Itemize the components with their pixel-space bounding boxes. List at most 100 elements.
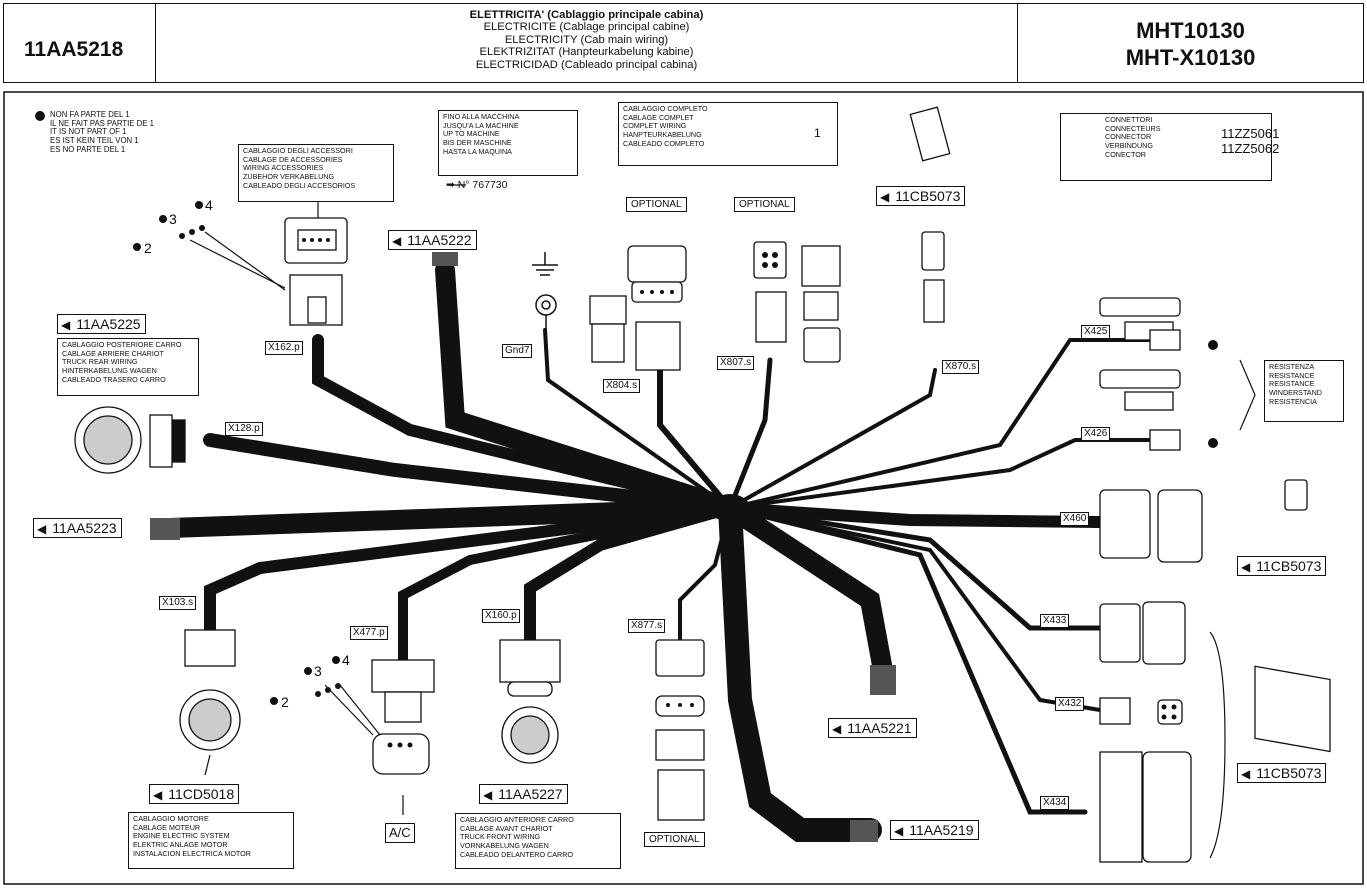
leader-lines <box>189 132 1256 859</box>
ref-arrow-icon: ◀ <box>153 788 163 802</box>
note-line: CABLAGGIO MOTORE <box>133 814 209 823</box>
header-part-code-box: 11AA5218 <box>3 3 156 83</box>
note-line: CABLAGGIO ANTERIORE CARRO <box>460 815 574 824</box>
ref-arrow-icon: ◀ <box>392 234 402 248</box>
note-line: WIRING ACCESSORIES <box>243 163 324 173</box>
label-x425[interactable]: X425 <box>1081 325 1111 339</box>
note-line: CONNECTEURS <box>1105 123 1161 133</box>
label-x804[interactable]: X804.s <box>603 379 641 393</box>
callout-2-top: 2 <box>144 240 152 256</box>
note-line: UP TO MACHINE <box>443 129 500 139</box>
note-line: NON FA PARTE DEL 1 <box>50 110 130 119</box>
label-x433[interactable]: X433 <box>1040 614 1070 628</box>
ref-arrow-icon: ◀ <box>894 824 904 838</box>
note-line: CABLAGE AVANT CHARIOT <box>460 823 553 833</box>
ref-cb5073-bot[interactable]: ◀ 11CB5073 <box>1237 763 1327 783</box>
ref-cd5018[interactable]: ◀ 11CD5018 <box>149 784 240 804</box>
header-model-box: MHT10130 MHT-X10130 <box>1017 3 1364 83</box>
callout-4-top: 4 <box>205 197 213 213</box>
note-line: CABLEADO DEGLI ACCESORIOS <box>243 180 356 190</box>
note-line: CONNECTOR <box>1105 132 1152 142</box>
note-line: CONECTOR <box>1105 149 1146 159</box>
ref-arrow-icon: ◀ <box>61 318 71 332</box>
note-line: VORNKABELUNG WAGEN <box>460 841 549 851</box>
title-fr: ELECTRICITE (Cablage principal cabine) <box>483 21 690 34</box>
callout-3-top: 3 <box>169 211 177 227</box>
note-line: CONNETTORI <box>1105 115 1153 124</box>
harness-branches <box>160 260 1152 842</box>
ref-label: 11CD5018 <box>168 786 235 802</box>
note-line: CABLEADO DELANTERO CARRO <box>460 849 574 859</box>
note-line: CABLAGGIO POSTERIORE CARRO <box>62 340 182 349</box>
note-line: CABLAGE COMPLET <box>623 112 694 122</box>
ref-cb5073-mid[interactable]: ◀11CB5073 <box>1237 556 1327 576</box>
label-x128[interactable]: X128.p <box>225 422 263 436</box>
label-x460[interactable]: X460 <box>1060 512 1090 526</box>
ref-label: 11CB5073 <box>1256 558 1322 574</box>
note-line: WINDERSTAND <box>1269 388 1322 398</box>
note-line: RESISTANCE <box>1269 379 1315 389</box>
note-line: ES NO PARTE DEL 1 <box>50 144 126 154</box>
harness-ends <box>150 252 896 842</box>
note-line: CABLEADO TRASERO CARRO <box>62 374 166 384</box>
label-x103[interactable]: X103.s <box>159 596 197 610</box>
optional-label-3: OPTIONAL <box>644 832 705 847</box>
ref-label: 11AA5222 <box>407 232 472 248</box>
label-x434[interactable]: X434 <box>1040 796 1070 810</box>
ref-cb5073-top[interactable]: ◀11CB5073 <box>876 186 966 206</box>
bullet-markers <box>35 111 341 705</box>
note-resistance: RESISTENZA RESISTANCE RESISTANCE WINDERS… <box>1264 360 1344 422</box>
ref-label: 11AA5219 <box>909 822 974 838</box>
note-line: RESISTENZA <box>1269 362 1315 371</box>
note-engine: CABLAGGIO MOTORE CABLAGE MOTEUR ENGINE E… <box>128 812 294 869</box>
ref-arrow-icon: ◀ <box>832 722 842 736</box>
note-line: RESISTENCIA <box>1269 396 1317 406</box>
title-it: ELETTRICITA' (Cablaggio principale cabin… <box>469 9 704 21</box>
ac-label: A/C <box>385 823 415 843</box>
note-line: TRUCK REAR WIRING <box>62 357 138 367</box>
note-line: BIS DER MASCHINE <box>443 138 512 148</box>
connector-ref-2: 11ZZ5062 <box>1221 141 1280 156</box>
note-line: TRUCK FRONT WIRING <box>460 832 541 842</box>
note-line: FINO ALLA MACCHINA <box>443 112 520 121</box>
note-up-to-machine: FINO ALLA MACCHINA JUSQU'A LA MACHINE UP… <box>438 110 578 176</box>
note-line: CABLAGE MOTEUR <box>133 822 201 832</box>
title-block: ELETTRICITA' (Cablaggio principale cabin… <box>156 9 1017 71</box>
note-line: HINTERKABELUNG WAGEN <box>62 366 157 376</box>
ref-label: 11AA5223 <box>52 520 117 536</box>
ref-aa5221[interactable]: ◀11AA5221 <box>828 718 917 738</box>
ref-aa5219[interactable]: ◀ 11AA5219 <box>890 820 979 840</box>
label-x432[interactable]: X432 <box>1055 697 1085 711</box>
callout-2-bottom: 2 <box>281 694 289 710</box>
label-x160[interactable]: X160.p <box>482 609 520 623</box>
arrow-right-icon: ➡ <box>446 179 455 191</box>
note-line: CABLAGGIO DEGLI ACCESSORI <box>243 146 353 155</box>
pin-details <box>302 238 1218 748</box>
note-line: CABLAGE DE ACCESSORIES <box>243 154 343 164</box>
label-x162[interactable]: X162.p <box>265 341 303 355</box>
note-line: RESISTANCE <box>1269 370 1315 380</box>
ref-label: 11AA5225 <box>76 316 141 332</box>
ref-label: 11CB5073 <box>1256 765 1322 781</box>
serial-number: ➡ N° 767730 <box>446 179 507 191</box>
ref-aa5222[interactable]: ◀ 11AA5222 <box>388 230 477 250</box>
note-truck-rear: CABLAGGIO POSTERIORE CARRO CABLAGE ARRIE… <box>57 338 199 396</box>
ground-symbol <box>532 252 558 332</box>
callout-3-bottom: 3 <box>314 663 322 679</box>
label-x477[interactable]: X477.p <box>350 626 388 640</box>
label-x807[interactable]: X807.s <box>717 356 755 370</box>
label-x877[interactable]: X877.s <box>628 619 666 633</box>
ref-aa5227[interactable]: ◀11AA5227 <box>479 784 568 804</box>
label-x870[interactable]: X870.s <box>942 360 980 374</box>
ref-arrow-icon: ◀ <box>1241 767 1251 781</box>
optional-label-1: OPTIONAL <box>626 197 687 212</box>
label-x426[interactable]: X426 <box>1081 427 1111 441</box>
ref-aa5225[interactable]: ◀ 11AA5225 <box>57 314 146 334</box>
ref-arrow-icon: ◀ <box>483 788 493 802</box>
connector-shapes <box>74 106 1331 863</box>
ref-aa5223[interactable]: ◀11AA5223 <box>33 518 122 538</box>
title-de: ELEKTRIZITAT (Hanpteurkabelung kabine) <box>479 46 694 59</box>
label-gnd7[interactable]: Gnd7 <box>502 344 533 358</box>
